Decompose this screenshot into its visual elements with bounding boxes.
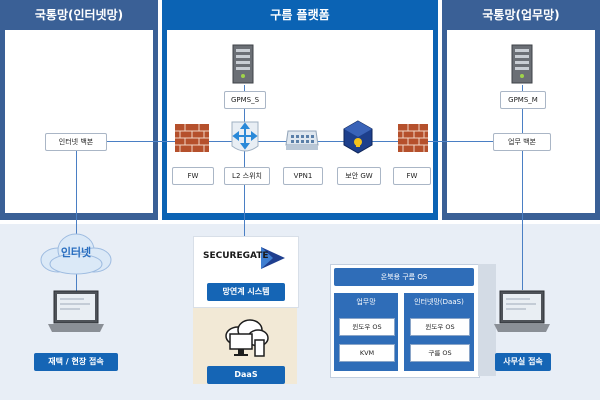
security-gateway-icon	[343, 120, 373, 154]
vpn-label: VPN1	[283, 167, 323, 185]
gpms-m-link	[522, 85, 523, 133]
switch-securegate-link	[244, 150, 245, 236]
work-backbone: 업무 백본	[493, 133, 551, 151]
office-access-label: 사무실 접속	[495, 353, 551, 371]
internet-cloud-label: 인터넷	[60, 246, 92, 259]
gpms-m-server-icon	[511, 44, 533, 84]
firewall-left-icon	[175, 124, 209, 152]
internet-backbone: 인터넷 백본	[45, 133, 107, 151]
office-laptop-icon	[494, 290, 550, 334]
internet-daas-column-title: 인터넷망(DaaS)	[414, 298, 464, 306]
work-network-panel: 국통망(업무망)	[442, 0, 600, 220]
daas-desktop-icon	[222, 318, 270, 360]
work-network-column-title: 업무망	[356, 298, 376, 306]
fw-left-label: FW	[172, 167, 214, 185]
l2-switch-icon	[229, 120, 261, 156]
cloud-platform-panel: 구름 플랫폼	[162, 0, 438, 220]
daas-windows-os: 윈도우 OS	[410, 318, 470, 336]
securegate-logo-text: SECUREGATE	[203, 251, 269, 261]
l2-switch-label: L2 스위치	[224, 167, 270, 185]
gpms-s-server-icon	[232, 44, 254, 84]
vpn-device-icon	[284, 125, 320, 153]
cloud-platform-title: 구름 플랫폼	[270, 8, 330, 22]
securegate-logo: SECUREGATE	[203, 245, 289, 271]
daas-label: DaaS	[207, 366, 285, 384]
gpms-s-label: GPMS_S	[224, 91, 266, 109]
remote-laptop-icon	[48, 290, 104, 334]
firewall-right-icon	[398, 124, 428, 152]
daas-gureum-os: 구름 OS	[410, 344, 470, 362]
onbook-os-title: 온북용 구름 OS	[334, 268, 474, 286]
remote-access-label: 재택 / 현장 접속	[34, 353, 118, 371]
internet-cloud-link	[76, 150, 77, 250]
work-kvm: KVM	[339, 344, 395, 362]
network-linkage-system-label: 망연계 시스템	[207, 283, 285, 301]
gpms-m-label: GPMS_M	[500, 91, 546, 109]
cloud-laptop-link	[76, 272, 77, 292]
internet-network-panel: 국통망(인터넷망)	[0, 0, 158, 220]
work-laptop-link	[522, 150, 523, 290]
fw-right-label: FW	[393, 167, 431, 185]
internet-cloud-icon: 인터넷	[38, 230, 114, 276]
backbone-line	[48, 141, 518, 142]
work-windows-os: 윈도우 OS	[339, 318, 395, 336]
work-network-title: 국통망(업무망)	[482, 8, 560, 22]
internet-network-title: 국통망(인터넷망)	[34, 8, 124, 22]
security-gw-label: 보안 GW	[337, 167, 381, 185]
